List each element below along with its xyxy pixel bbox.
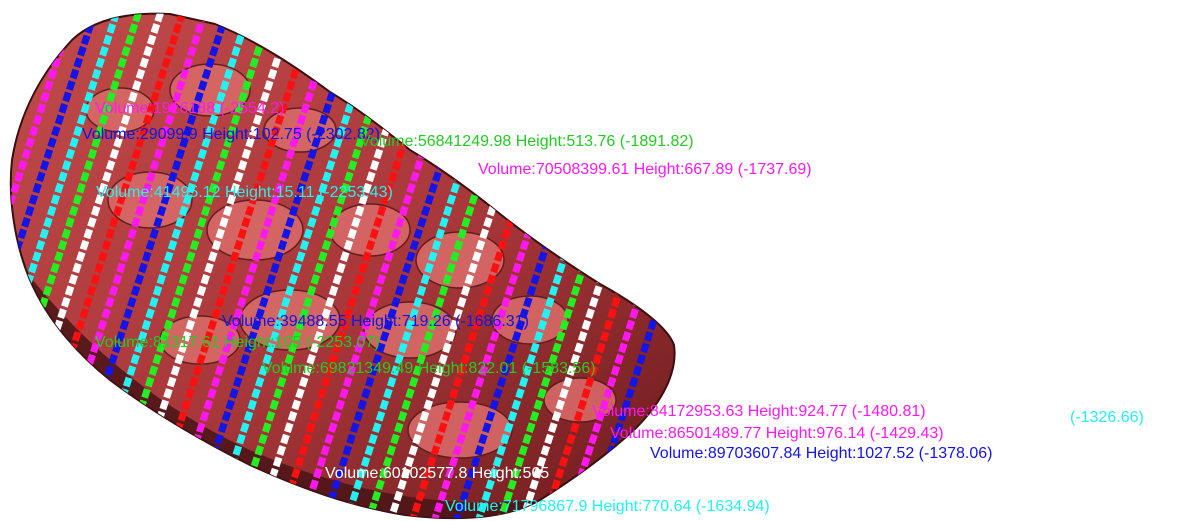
measurement-label: (-1326.66) xyxy=(1070,409,1144,426)
measurement-label: Volume:41495.12 Height:15.11 (-2253.43) xyxy=(96,184,393,201)
measurement-label: Volume:81317.61 Height:105 (-2253.07) xyxy=(95,334,380,351)
measurement-label: Volume:1916188 (-2554.2) xyxy=(95,100,284,117)
measurement-label: Volume:86501489.77 Height:976.14 (-1429.… xyxy=(610,425,944,442)
measurement-label: Volume:84172953.63 Height:924.77 (-1480.… xyxy=(592,403,926,420)
slice-line xyxy=(10,13,128,519)
slice-line xyxy=(10,13,150,519)
measurement-label: Volume:71796867.9 Height:770.64 (-1634.9… xyxy=(445,498,770,515)
measurement-label: Volume:39488.55 Height:719.26 (-1686.31) xyxy=(222,313,529,330)
measurement-label: Volume:69821349.49 Height:822.01 (-1583.… xyxy=(262,360,596,377)
slice-line xyxy=(10,13,84,519)
measurement-labels: Volume:1916188 (-2554.2) Volume:29099.9 H… xyxy=(82,100,1144,515)
measurement-label: Volume:89703607.84 Height:1027.52 (-1378… xyxy=(650,445,992,462)
measurement-label: Volume:56841249.98 Height:513.76 (-1891.… xyxy=(360,133,694,150)
measurement-label: Volume:29099.9 Height:102.75 (-2302.82) xyxy=(82,126,380,143)
measurement-label: Volume:70508399.61 Height:667.89 (-1737.… xyxy=(478,161,812,178)
measurement-label: Volume:60102577.8 Height:565 xyxy=(325,465,549,482)
mesh-body[interactable] xyxy=(0,0,762,521)
